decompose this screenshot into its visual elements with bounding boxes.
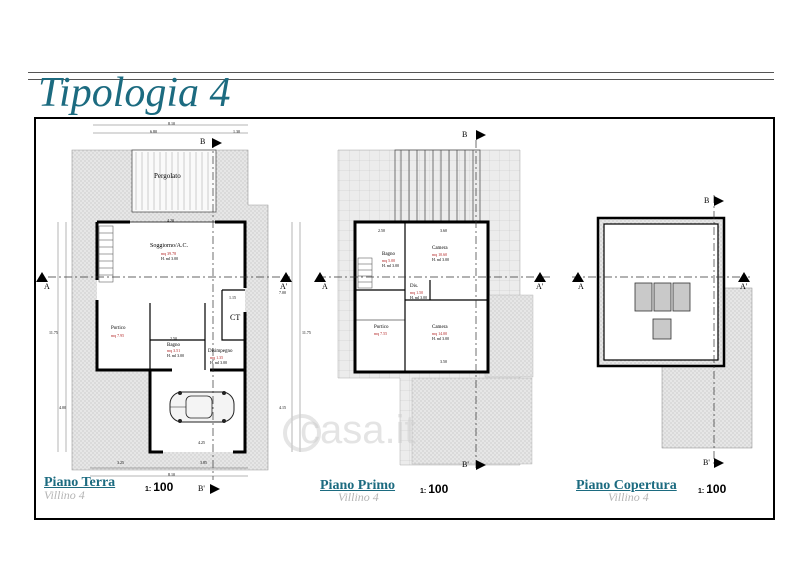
dim-bottom-total: 8.10 — [168, 472, 175, 477]
roof-plan-label: Piano Copertura — [576, 478, 677, 493]
dim-ct-width: 1.15 — [229, 295, 236, 300]
dim-top-total: 8.10 — [168, 121, 175, 126]
ground-floor-scale: 1:100 — [145, 480, 174, 494]
dim-top-right: 1.30 — [233, 129, 240, 134]
dim-bottom-b: 3.85 — [200, 460, 207, 465]
sheet-title: Tipologia 4 — [38, 70, 231, 116]
dim-right-vertical-3: 4.15 — [279, 405, 286, 410]
top-rule-2 — [28, 79, 774, 80]
first-room-dis: Dis. — [410, 284, 419, 289]
section-b-bottom-first: B' — [462, 460, 469, 469]
first-room-bagno-height: H. ml 3.00 — [382, 263, 400, 268]
first-dim-bottom: 3.50 — [440, 359, 447, 364]
room-portico-area: mq 7.95 — [111, 333, 125, 338]
first-room-camera-1-height: H. ml 3.00 — [432, 257, 450, 262]
first-walls — [353, 220, 490, 374]
first-floor-label: Piano Primo — [320, 478, 396, 493]
section-b-top-roof: B — [704, 196, 710, 205]
watermark-logo-icon — [283, 414, 321, 452]
room-disimpegno-height: H. ml 3.00 — [210, 360, 228, 365]
room-disimpegno: Disimpegno — [208, 349, 233, 354]
dim-bottom-a: 3.25 — [117, 460, 124, 465]
garage-walls — [148, 368, 247, 454]
first-room-camera-2: Camera — [432, 325, 448, 330]
first-floor-plan — [318, 140, 550, 470]
section-a-left-ground: A — [44, 282, 50, 291]
section-a-right-first: A' — [536, 282, 544, 291]
first-pergola — [394, 149, 481, 223]
first-room-bagno: Bagno — [382, 252, 396, 257]
dim-top-left: 6.80 — [150, 129, 157, 134]
room-soggiorno: Soggiorno/A.C. — [150, 243, 189, 249]
car-icon — [169, 391, 235, 423]
room-bagno: Bagno — [167, 343, 181, 348]
dim-bagno-width: 2.50 — [170, 336, 177, 341]
top-rule-1 — [28, 72, 774, 73]
dim-right-vertical: 7.00 — [279, 290, 286, 295]
roof-plan-scale: 1:100 — [698, 482, 727, 496]
first-floor-scale: 1:100 — [420, 482, 449, 496]
dim-inner-top: 4.20 — [167, 218, 174, 223]
first-room-portico-area: mq 7.55 — [374, 331, 388, 336]
section-a-right-ground: A' — [280, 282, 288, 291]
first-dim-top-left: 2.50 — [378, 228, 385, 233]
section-markers — [36, 130, 750, 494]
ground-floor-subtitle: Villino 4 — [44, 488, 85, 502]
room-ct: CT — [230, 313, 241, 322]
section-b-bottom-ground: B' — [198, 484, 205, 493]
section-b-bottom-roof: B' — [703, 458, 710, 467]
first-room-camera-2-height: H. ml 3.00 — [432, 336, 450, 341]
room-disimpegno-area: mq 1.35 — [210, 355, 224, 360]
first-floor-subtitle: Villino 4 — [338, 490, 379, 504]
section-b-top-ground: B — [200, 137, 206, 146]
room-soggiorno-height: H. ml 3.00 — [161, 256, 179, 261]
solar-panels — [634, 282, 691, 340]
first-room-dis-height: H. ml 3.00 — [410, 295, 428, 300]
ground-stairs — [98, 225, 114, 283]
room-pergolato: Pergolato — [154, 172, 181, 180]
drawing-frame — [34, 117, 775, 520]
ground-dimensions — [57, 124, 301, 477]
room-bagno-area: mq 3.51 — [167, 348, 181, 353]
roof-plan-subtitle: Villino 4 — [608, 490, 649, 504]
section-a-left-roof: A — [578, 282, 584, 291]
first-dim-top-right: 3.60 — [440, 228, 447, 233]
pergola — [131, 149, 217, 213]
roof-plan — [572, 195, 753, 465]
watermark: casa.it — [300, 408, 416, 452]
room-bagno-height: H. ml 3.00 — [167, 353, 185, 358]
first-room-camera-1-area: mq 10.60 — [432, 252, 448, 257]
section-b-top-first: B — [462, 130, 468, 139]
first-room-camera-1: Camera — [432, 246, 448, 251]
first-room-dis-area: mq 1.50 — [410, 290, 424, 295]
dim-garage-width: 4.25 — [198, 440, 205, 445]
first-room-portico: Portico — [374, 325, 389, 330]
room-portico: Portico — [111, 326, 126, 331]
ground-floor-plan — [48, 124, 301, 480]
first-room-camera-2-area: mq 14.00 — [432, 331, 448, 336]
first-room-bagno-area: mq 5.00 — [382, 258, 396, 263]
ground-floor-label: Piano Terra — [44, 475, 116, 490]
dim-right-vertical-2: 11.75 — [302, 330, 311, 335]
dim-left-vertical: 11.75 — [49, 330, 58, 335]
dim-left-vertical-2: 4.00 — [59, 405, 66, 410]
section-a-right-roof: A' — [740, 282, 748, 291]
section-a-left-first: A — [322, 282, 328, 291]
room-soggiorno-area: mq 39.78 — [161, 251, 177, 256]
